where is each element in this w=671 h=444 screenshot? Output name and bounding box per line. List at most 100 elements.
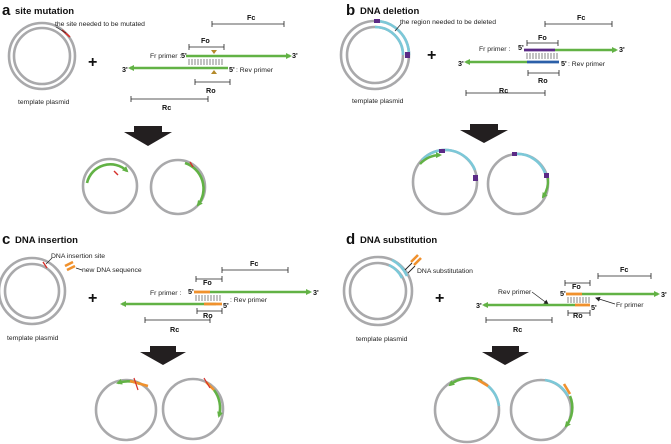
- fo-label: Fo: [203, 278, 212, 287]
- fo-label: Fo: [201, 36, 210, 45]
- fo-label: Fo: [572, 282, 581, 291]
- panel-a-primer-diagram: Fc Fo Fr primer : 5' 3' 3' 5' : Rev p: [122, 13, 298, 112]
- panel-c-annotation-2: new DNA sequence: [82, 267, 142, 274]
- process-arrow: [140, 346, 186, 365]
- panel-d-title: DNA substitution: [360, 235, 437, 246]
- end-5-label: 5': [591, 303, 597, 312]
- end-3-label: 3': [122, 65, 128, 74]
- ro-label: Ro: [203, 311, 213, 320]
- base-pairing: [188, 59, 223, 65]
- process-arrow: [124, 126, 172, 146]
- end-5-label: 5': [518, 43, 524, 52]
- panel-a-product-1: [81, 157, 139, 215]
- panel-d-template-label: template plasmid: [356, 336, 408, 343]
- panel-d-letter: d: [346, 231, 355, 248]
- fr-primer-label: Fr primer :: [150, 53, 181, 60]
- end-3-label: 3': [619, 45, 625, 54]
- base-pairing: [567, 297, 590, 303]
- panel-a-letter: a: [2, 2, 11, 19]
- ro-label: Ro: [206, 86, 216, 95]
- end-3-label: 3': [313, 288, 319, 297]
- new-dna-sequence-fragment: [64, 260, 76, 272]
- fr-primer-label: Fr primer :: [150, 290, 181, 297]
- mutation-marker-top: [211, 50, 217, 54]
- panel-d-template-plasmid: [342, 255, 414, 327]
- base-pairing: [526, 53, 558, 59]
- panel-b-title: DNA deletion: [360, 6, 419, 17]
- end-5-label: 5': [561, 59, 567, 68]
- plus-sign: +: [88, 54, 97, 71]
- end-3-label: 3': [292, 51, 298, 60]
- process-arrow: [482, 346, 529, 365]
- mutation-marker-bottom: [211, 70, 217, 74]
- panel-d-product-1: [433, 376, 501, 444]
- rev-primer-label: : Rev primer: [236, 67, 274, 74]
- panel-a-product-2: [149, 158, 207, 216]
- fc-label: Fc: [577, 13, 585, 22]
- panel-c-template-label: template plasmid: [7, 335, 59, 342]
- fo-label: Fo: [538, 33, 547, 42]
- panel-b: b DNA deletion the region needed to be d…: [339, 2, 625, 216]
- panel-c: c DNA insertion DNA insertion site new D…: [0, 231, 319, 442]
- plus-sign: +: [435, 290, 444, 307]
- end-5-label: 5': [188, 287, 194, 296]
- rc-label: Rc: [513, 325, 522, 334]
- panel-d-primer-diagram: Fc Fo 5' 3' Rev primer 3' 5' Fr primer: [476, 265, 667, 334]
- ro-label: Ro: [538, 76, 548, 85]
- end-3-label: 3': [661, 290, 667, 299]
- end-5-label: 5': [181, 51, 187, 60]
- panel-a-template-label: template plasmid: [18, 99, 70, 106]
- rev-primer-label: : Rev primer: [230, 297, 268, 304]
- panel-a-template-plasmid: [7, 21, 77, 91]
- annotation-leader: [55, 26, 67, 34]
- panel-c-annotation: DNA insertion site: [51, 253, 105, 260]
- fr-primer-pointer: [595, 296, 616, 305]
- panel-b-template-plasmid: [339, 19, 411, 91]
- panel-d-annotation: DNA substitutation: [417, 268, 473, 275]
- panel-c-title: DNA insertion: [15, 235, 78, 246]
- substitution-sequence-fragment: [404, 254, 422, 274]
- rc-label: Rc: [162, 103, 171, 112]
- panel-b-template-label: template plasmid: [352, 98, 404, 105]
- fc-label: Fc: [247, 13, 255, 22]
- rc-label: Rc: [499, 86, 508, 95]
- panel-b-product-1: [411, 148, 479, 216]
- rc-label: Rc: [170, 325, 179, 334]
- substitution-region: [391, 258, 409, 277]
- panel-c-template-plasmid: [0, 256, 67, 326]
- panel-d-product-2: [509, 378, 574, 442]
- panel-a-title: site mutation: [15, 6, 74, 17]
- panel-b-letter: b: [346, 2, 355, 19]
- panel-c-product-2: [161, 377, 225, 441]
- deletion-region: [374, 19, 411, 56]
- annotation-leader: [45, 257, 53, 265]
- end-3-label: 3': [476, 301, 482, 310]
- end-3-label: 3': [458, 59, 464, 68]
- panel-a: a site mutation the site needed to be mu…: [2, 2, 298, 216]
- insertion-site-mark: [42, 261, 48, 269]
- fr-primer-label: Fr primer :: [479, 46, 510, 53]
- end-5-label: 5': [223, 301, 229, 310]
- panel-d: d DNA substitution DNA substitutation te…: [342, 231, 667, 444]
- fc-label: Fc: [250, 259, 258, 268]
- panel-b-primer-diagram: Fc Fo Fr primer : 5' 3' 3' 5' : Rev p: [458, 13, 625, 96]
- end-5-label: 5': [229, 65, 235, 74]
- fc-label: Fc: [620, 265, 628, 274]
- base-pairing: [195, 295, 221, 301]
- panel-c-primer-diagram: Fc Fo Fr primer : 5' 3' 5' : Rev primer: [120, 259, 319, 334]
- rev-primer-label: Rev primer: [498, 289, 532, 296]
- panel-b-annotation: the region needed to be deleted: [400, 19, 496, 26]
- process-arrow: [460, 124, 508, 143]
- plus-sign: +: [88, 290, 97, 307]
- panel-a-annotation: the site needed to be mutated: [55, 21, 145, 28]
- end-5-label: 5': [560, 289, 566, 298]
- plus-sign: +: [427, 47, 436, 64]
- panel-c-letter: c: [2, 231, 10, 248]
- panel-b-product-2: [486, 152, 550, 216]
- rev-primer-label: : Rev primer: [568, 61, 606, 68]
- fr-primer-label: Fr primer: [616, 302, 644, 309]
- ro-label: Ro: [573, 311, 583, 320]
- rev-primer-pointer: [531, 291, 549, 305]
- panel-c-product-1: [94, 377, 158, 442]
